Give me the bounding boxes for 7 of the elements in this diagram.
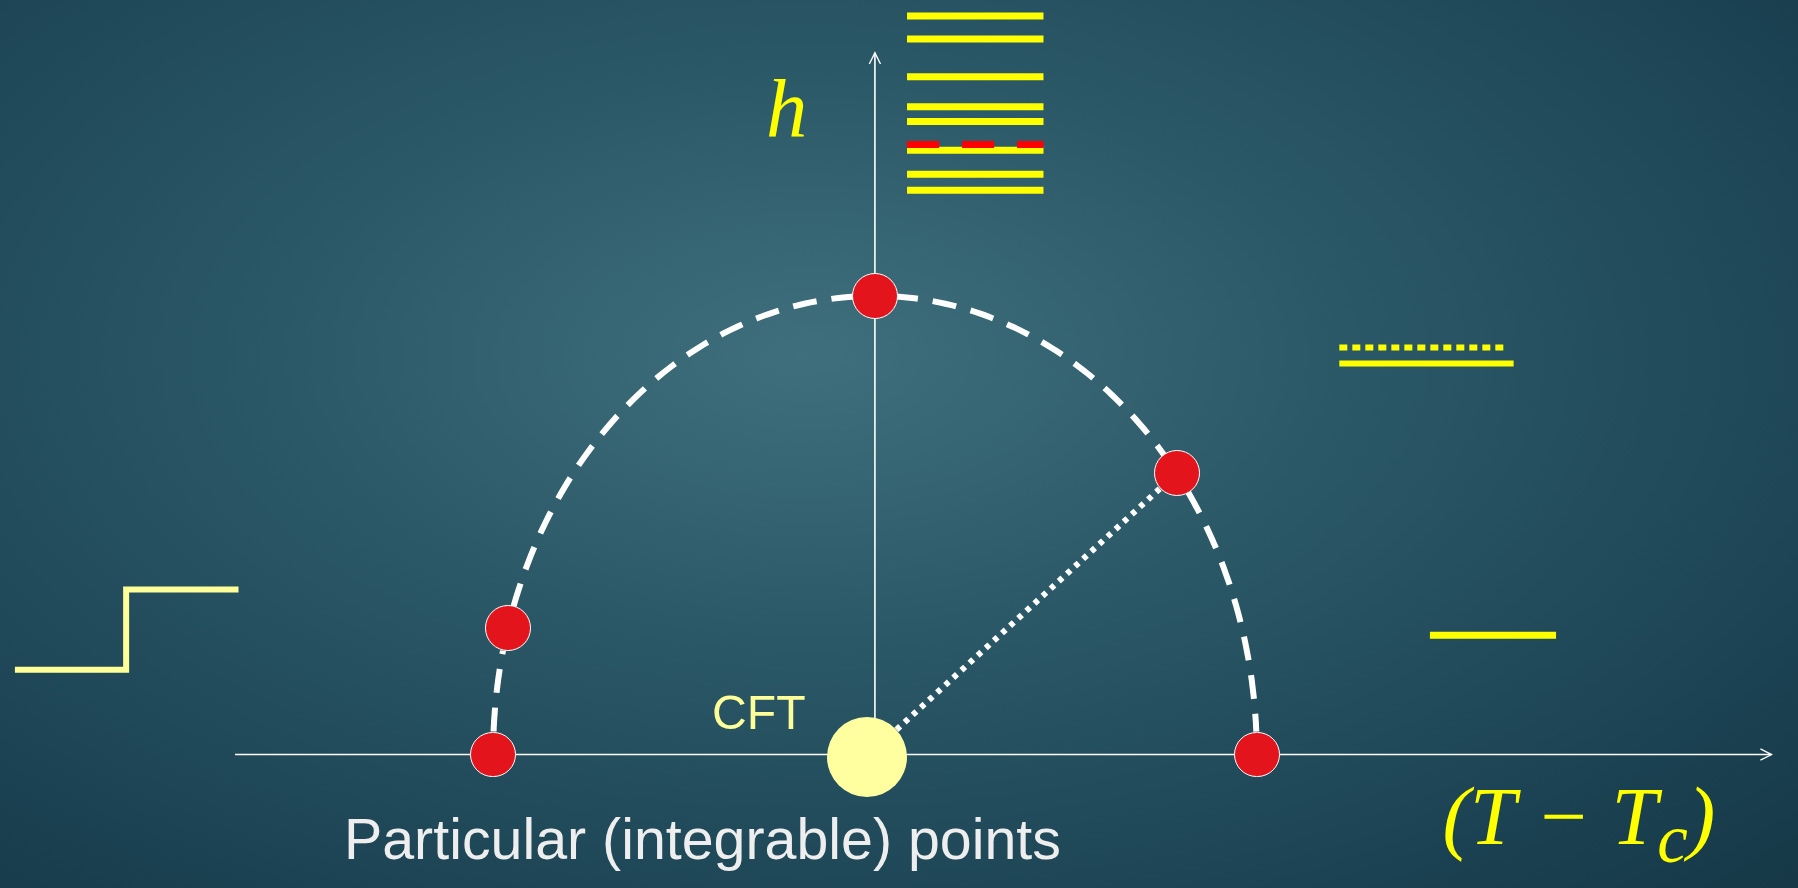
dotted-line: [894, 486, 1162, 732]
axis-label: h: [766, 66, 808, 150]
caption-text: Particular (integrable) points: [344, 810, 1061, 869]
dashed-arc: [490, 648, 506, 734]
axis-label: (T − T$_{c}$): [1442, 775, 1716, 874]
dashed-arc: [1185, 490, 1260, 732]
point-label: CFT: [712, 688, 806, 737]
